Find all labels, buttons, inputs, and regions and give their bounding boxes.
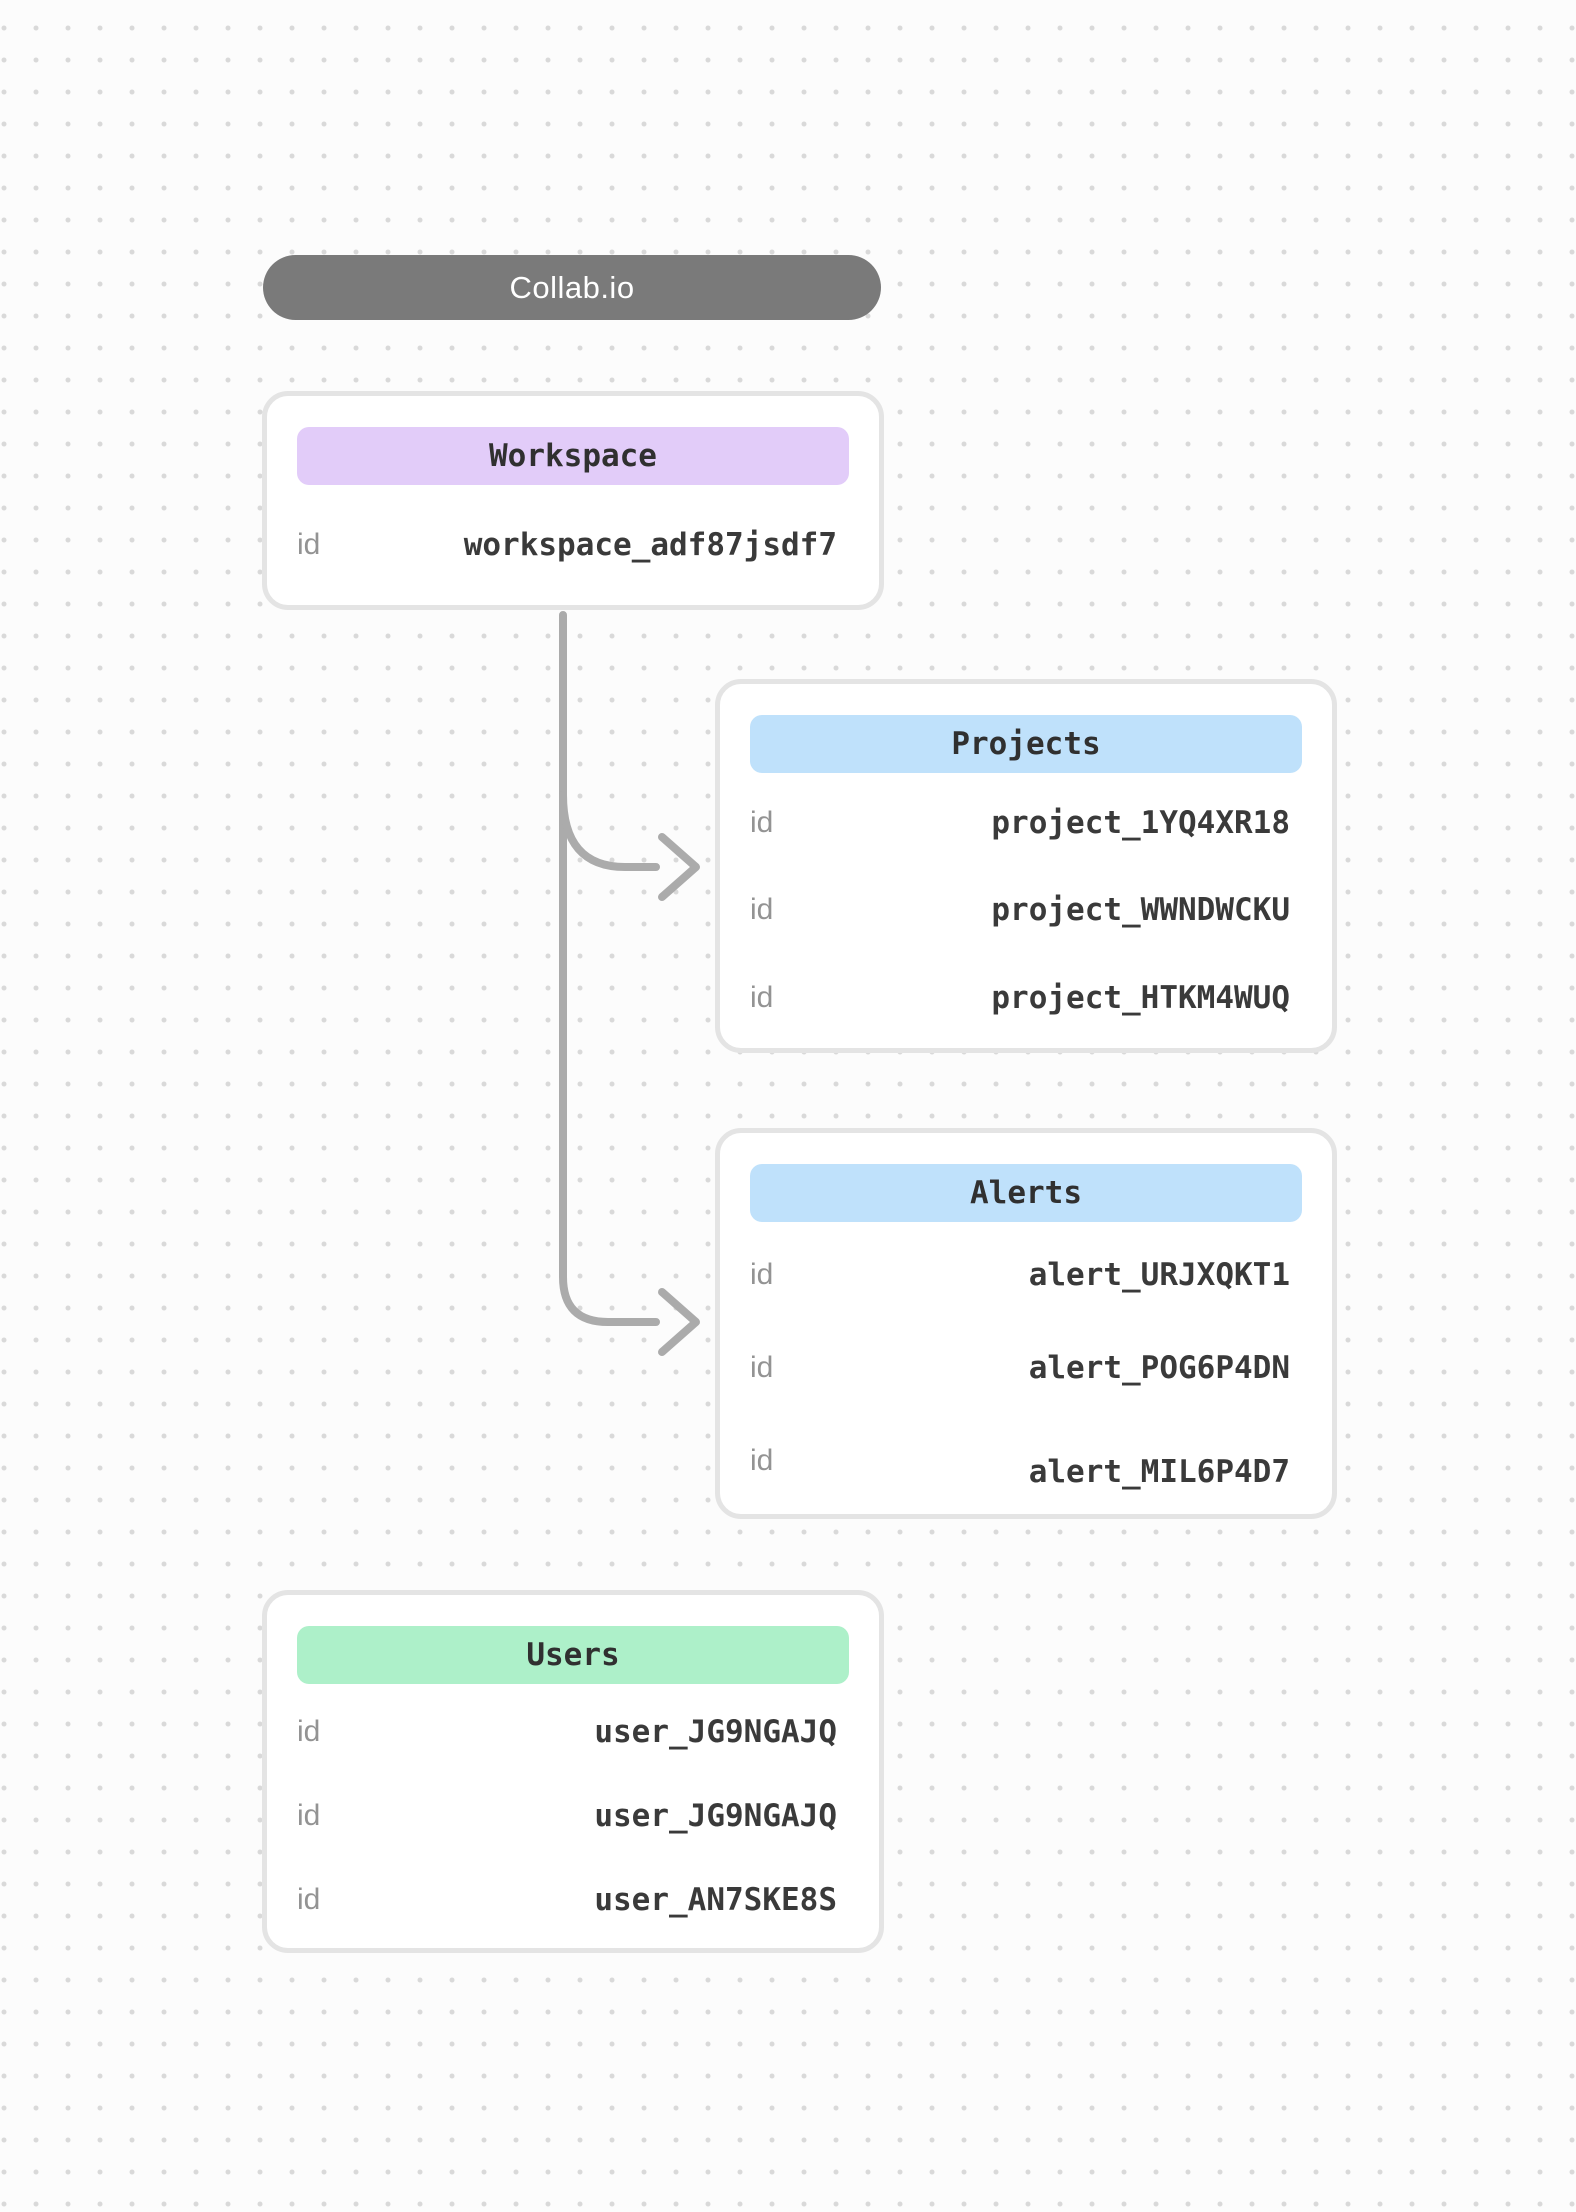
field-value: alert_MIL6P4D7	[1028, 1454, 1290, 1491]
alerts-card-title: Alerts	[970, 1175, 1082, 1211]
diagram-title-pill[interactable]: Collab.io	[263, 255, 881, 320]
users-card-title: Users	[526, 1637, 620, 1673]
field-value: alert_POG6P4DN	[1028, 1349, 1290, 1386]
entity-card-alerts[interactable]: Alerts id alert_URJXQKT1 id alert_POG6P4…	[715, 1128, 1337, 1519]
workspace-card-header: Workspace	[297, 427, 849, 485]
field-value: user_AN7SKE8S	[594, 1882, 837, 1918]
table-row: id alert_POG6P4DN	[720, 1350, 1332, 1386]
field-label: id	[297, 1799, 321, 1832]
arrowhead-icon-projects	[658, 833, 700, 901]
users-card-body: id user_JG9NGAJQ id user_JG9NGAJQ id use…	[267, 1684, 879, 1948]
field-label: id	[297, 1715, 321, 1748]
projects-card-body: id project_1YQ4XR18 id project_WWNDWCKU …	[720, 773, 1332, 1048]
connector-workspace-to-alerts	[559, 611, 660, 1326]
entity-card-workspace[interactable]: Workspace id workspace_adf87jsdf7	[262, 391, 884, 610]
table-row: id user_AN7SKE8S	[267, 1882, 879, 1918]
table-row: id alert_URJXQKT1	[720, 1257, 1332, 1293]
field-label: id	[750, 1350, 774, 1384]
table-row: id project_WWNDWCKU	[720, 892, 1332, 928]
arrowhead-icon-alerts	[658, 1288, 700, 1356]
field-value: user_JG9NGAJQ	[594, 1714, 837, 1750]
workspace-card-title: Workspace	[489, 438, 657, 474]
table-row: id project_HTKM4WUQ	[720, 980, 1332, 1016]
field-label: id	[750, 981, 774, 1015]
field-value: project_WWNDWCKU	[991, 892, 1290, 929]
table-row: id user_JG9NGAJQ	[267, 1798, 879, 1834]
table-row: id user_JG9NGAJQ	[267, 1714, 879, 1750]
projects-card-title: Projects	[951, 726, 1101, 762]
entity-card-projects[interactable]: Projects id project_1YQ4XR18 id project_…	[715, 679, 1337, 1053]
field-label: id	[750, 805, 774, 839]
field-label: id	[750, 893, 774, 927]
table-row: id alert_MIL6P4D7	[720, 1443, 1332, 1490]
field-value: workspace_adf87jsdf7	[463, 527, 837, 563]
workspace-card-body: id workspace_adf87jsdf7	[267, 485, 879, 605]
field-label: id	[297, 1883, 321, 1916]
alerts-card-body: id alert_URJXQKT1 id alert_POG6P4DN id a…	[720, 1222, 1332, 1514]
field-value: alert_URJXQKT1	[1028, 1256, 1290, 1293]
projects-card-header: Projects	[750, 715, 1302, 773]
field-label: id	[297, 528, 321, 561]
field-value: user_JG9NGAJQ	[594, 1798, 837, 1834]
field-label: id	[750, 1444, 774, 1478]
diagram-title-label: Collab.io	[509, 269, 635, 305]
field-value: project_HTKM4WUQ	[991, 980, 1290, 1017]
entity-card-users[interactable]: Users id user_JG9NGAJQ id user_JG9NGAJQ …	[262, 1590, 884, 1953]
field-value: project_1YQ4XR18	[991, 804, 1290, 841]
alerts-card-header: Alerts	[750, 1164, 1302, 1222]
table-row: id project_1YQ4XR18	[720, 805, 1332, 841]
users-card-header: Users	[297, 1626, 849, 1684]
table-row: id workspace_adf87jsdf7	[267, 527, 879, 563]
connector-workspace-to-projects	[559, 791, 660, 871]
field-label: id	[750, 1257, 774, 1291]
